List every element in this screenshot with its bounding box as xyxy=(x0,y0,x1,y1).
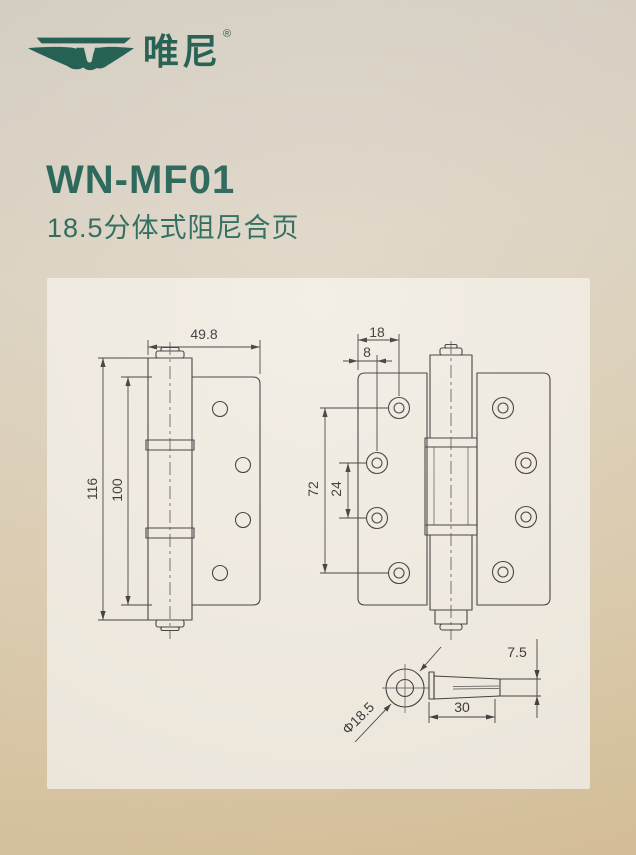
dim-hole-spacing-label: 24 xyxy=(328,481,344,497)
left-leaf-holes xyxy=(365,396,411,585)
dim-knuckle-height-label: 116 xyxy=(84,477,100,501)
installed-view-drawing xyxy=(320,334,551,640)
dim-hole-inset-inner-label: 8 xyxy=(363,344,371,360)
brand-logo: 唯尼 ® xyxy=(28,28,231,75)
brand-logo-icon xyxy=(28,37,134,71)
front-view-drawing xyxy=(98,340,261,639)
brand-name: 唯尼 xyxy=(143,31,222,72)
product-model: WN-MF01 xyxy=(46,158,236,202)
dim-hole-inset-outer-label: 18 xyxy=(369,324,385,340)
right-leaf-holes xyxy=(491,396,538,584)
drawing-panel: 49.8 116 100 18 8 72 24 Φ18.5 30 7.5 xyxy=(47,278,590,789)
side-detail-drawing xyxy=(354,639,541,743)
technical-drawing xyxy=(98,334,551,743)
product-name: 18.5分体式阻尼合页 xyxy=(47,213,300,243)
dim-hole-span-label: 72 xyxy=(305,481,321,497)
dim-leaf-thickness-label: 7.5 xyxy=(507,644,527,660)
registered-trademark-icon: ® xyxy=(223,28,232,40)
dim-width-label: 49.8 xyxy=(190,326,218,342)
dim-leaf-height-label: 100 xyxy=(109,478,125,502)
dim-leaf-depth-label: 30 xyxy=(454,699,470,715)
